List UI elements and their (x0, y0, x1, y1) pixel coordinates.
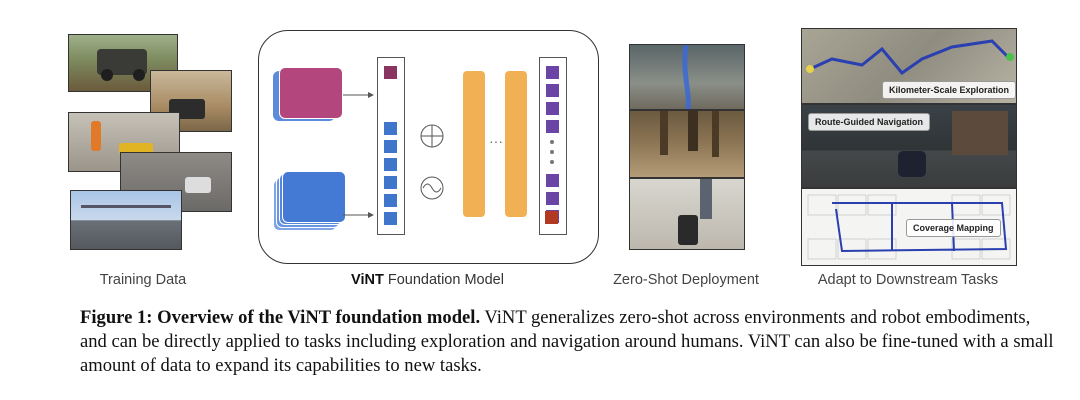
obs-token (384, 158, 397, 171)
highway-car-photo (70, 190, 182, 250)
route-guided-scene: Route-Guided Navigation (801, 104, 1017, 188)
task-label-coverage: Coverage Mapping (906, 219, 1001, 237)
deployment-photo-forest (629, 110, 745, 178)
token-dots (550, 160, 554, 164)
training-data-caption: Training Data (99, 272, 187, 288)
output-token (546, 84, 559, 97)
figure-label: Figure 1: (80, 307, 153, 328)
figure-title: Overview of the ViNT foundation model. (157, 307, 481, 328)
coverage-grid (807, 194, 1011, 260)
obs-token (384, 176, 397, 189)
start-marker (806, 65, 814, 73)
input-token-column (377, 57, 405, 235)
input-arrows (343, 92, 374, 218)
model-caption-rest: Foundation Model (383, 272, 504, 288)
output-token (546, 120, 559, 133)
model-caption-bold: ViNT (351, 272, 384, 288)
goal-marker (1006, 53, 1014, 61)
output-token-column (539, 57, 567, 235)
deployment-photo-human (629, 178, 745, 250)
output-token (546, 66, 559, 79)
transformer-layer-bar (463, 71, 485, 217)
task-label-route: Route-Guided Navigation (808, 113, 930, 131)
exploration-route (809, 39, 1010, 76)
downstream-caption: Adapt to Downstream Tasks (817, 272, 999, 288)
output-token (546, 192, 559, 205)
figure-caption: Figure 1: Overview of the ViNT foundatio… (80, 306, 1060, 378)
action-token (545, 211, 558, 224)
obs-token (384, 212, 397, 225)
add-operator-icon (420, 124, 444, 148)
indoor-robot-photo (150, 70, 232, 132)
vint-model-panel: ··· (258, 30, 599, 264)
goal-token (384, 66, 397, 79)
exploration-map: Kilometer-Scale Exploration (801, 28, 1017, 104)
token-dots (550, 140, 554, 144)
task-label-exploration: Kilometer-Scale Exploration (882, 81, 1016, 99)
deployment-caption: Zero-Shot Deployment (613, 272, 759, 288)
positional-encoding-icon (420, 176, 444, 200)
figure-body: ViNT generalizes zero-shot across enviro… (80, 307, 1054, 376)
obs-token (384, 194, 397, 207)
coverage-map: Coverage Mapping (801, 188, 1017, 266)
obs-token (384, 122, 397, 135)
token-dots (550, 150, 554, 154)
output-token (546, 174, 559, 187)
obs-token (384, 140, 397, 153)
output-token (546, 102, 559, 115)
offroad-vehicle-photo (68, 34, 178, 92)
model-caption: ViNT Foundation Model (300, 272, 555, 288)
deployment-photo-corridor (629, 44, 745, 110)
layers-ellipsis: ··· (489, 133, 503, 149)
transformer-layer-bar (505, 71, 527, 217)
